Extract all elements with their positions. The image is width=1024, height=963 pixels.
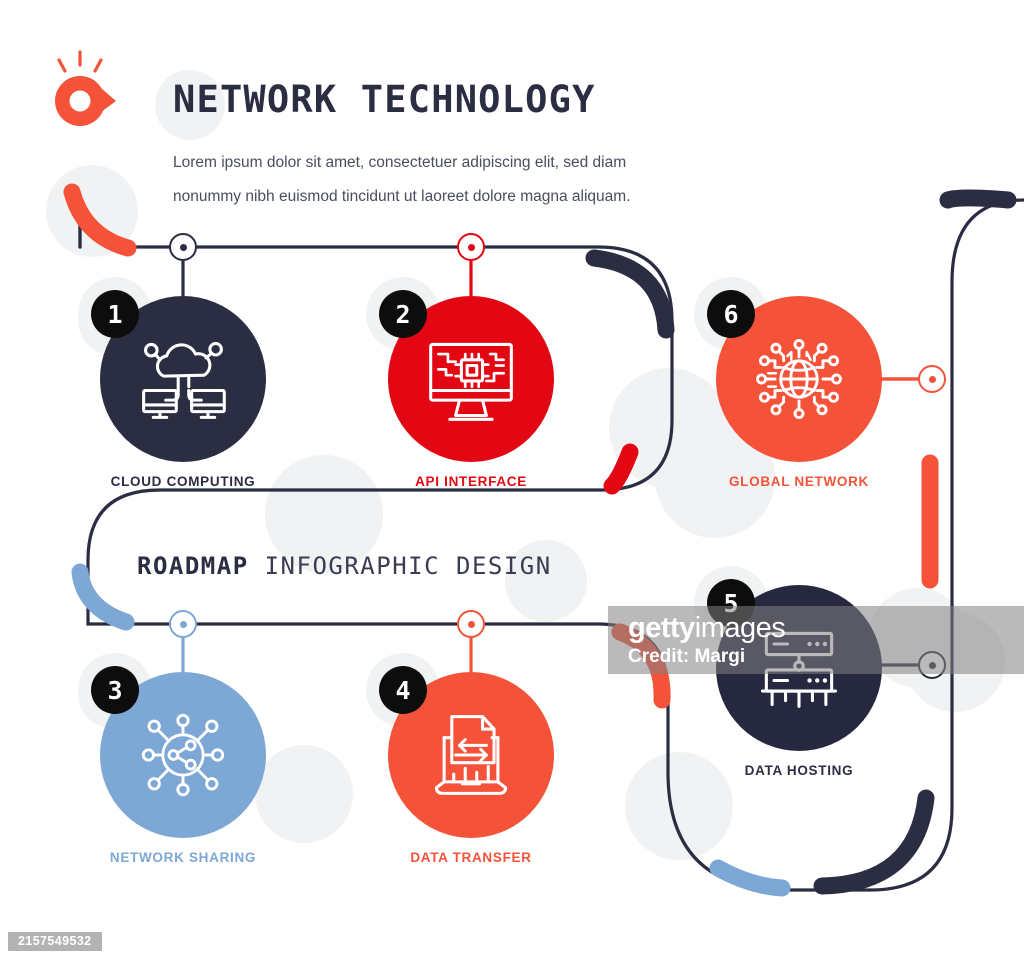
highlight-segment-blue-left (71, 563, 135, 631)
marker-node-6[interactable] (918, 365, 946, 393)
monitor-chip-icon (429, 342, 513, 421)
location-pin-signal-icon (54, 50, 116, 127)
node-badge: 1 (91, 290, 139, 338)
subtitle-line-2: nonummy nibh euismod tincidunt ut laoree… (173, 188, 631, 205)
getty-images-watermark: gettyimages (628, 612, 786, 645)
page-subtitle: Lorem ipsum dolor sit amet, consectetuer… (173, 146, 793, 214)
marker-node-3[interactable] (169, 610, 197, 638)
node-label: GLOBAL NETWORK (728, 474, 870, 489)
marker-dot (928, 375, 936, 383)
brand-logo (44, 48, 130, 158)
network-share-nodes-icon (141, 713, 225, 797)
watermark-logo-bold: getty (628, 612, 695, 644)
node-label: NETWORK SHARING (109, 850, 257, 865)
roadmap-heading-strong: ROADMAP (137, 552, 249, 580)
highlight-segment-coral-topleft (63, 183, 137, 257)
page-title: NETWORK TECHNOLOGY (173, 78, 596, 121)
highlight-segment-navy-bottomright (813, 789, 935, 895)
node-label: API INTERFACE (415, 474, 527, 489)
decorative-blob (625, 752, 733, 860)
node-number: 2 (395, 299, 411, 329)
watermark-band (608, 606, 1024, 674)
marker-node-2[interactable] (457, 233, 485, 261)
roadmap-heading: ROADMAP INFOGRAPHIC DESIGN (137, 552, 552, 580)
node-label: DATA TRANSFER (410, 850, 532, 865)
marker-node-4[interactable] (457, 610, 485, 638)
decorative-blob (505, 540, 587, 622)
cloud-computing-icon (142, 341, 226, 419)
marker-node-1[interactable] (169, 233, 197, 261)
marker-dot (467, 243, 475, 251)
roadmap-heading-light: INFOGRAPHIC DESIGN (264, 552, 552, 580)
node-badge: 3 (91, 666, 139, 714)
decorative-blob (265, 455, 383, 573)
watermark-credit: Credit: Margi (628, 646, 746, 667)
node-badge: 4 (379, 666, 427, 714)
highlight-segment-navy-topright (585, 249, 675, 339)
marker-dot (179, 243, 187, 251)
asset-id-label: 2157549532 (8, 932, 102, 951)
subtitle-line-1: Lorem ipsum dolor sit amet, consectetuer… (173, 154, 627, 171)
globe-network-icon (756, 338, 842, 420)
decorative-blob (155, 70, 225, 140)
node-number: 1 (107, 299, 123, 329)
decorative-blob (255, 745, 353, 843)
highlight-segment-navy-farright-top (939, 189, 1017, 209)
node-label: CLOUD COMPUTING (110, 474, 256, 489)
watermark-logo-light: images (694, 612, 786, 644)
highlight-segment-crimson-mid (603, 443, 639, 495)
laptop-file-transfer-icon (434, 715, 508, 795)
marker-dot (179, 620, 187, 628)
node-number: 3 (107, 675, 123, 705)
highlight-segment-blue-bottom (709, 859, 791, 897)
node-badge: 6 (707, 290, 755, 338)
marker-dot (467, 620, 475, 628)
node-label: DATA HOSTING (744, 763, 854, 778)
node-number: 6 (723, 299, 739, 329)
node-number: 4 (395, 675, 411, 705)
node-badge: 2 (379, 290, 427, 338)
